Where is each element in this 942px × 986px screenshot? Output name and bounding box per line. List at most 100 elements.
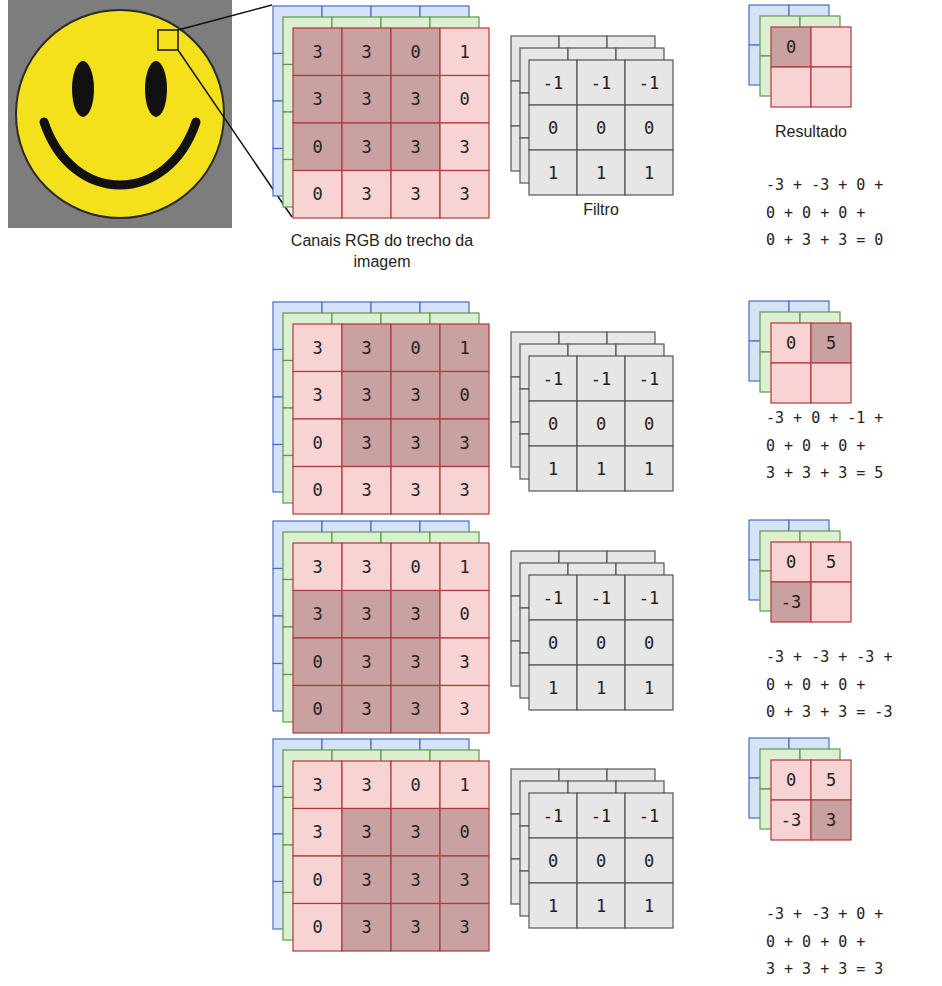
matrix-cell: 0 bbox=[293, 171, 342, 219]
filter-cell: -1 bbox=[625, 793, 673, 838]
red-channel-layer bbox=[342, 324, 391, 372]
matrix-cell: 1 bbox=[440, 543, 489, 591]
filter-layer bbox=[529, 665, 577, 710]
red-channel-layer bbox=[391, 543, 440, 591]
matrix-cell: 0 bbox=[293, 467, 342, 515]
matrix-cell: 3 bbox=[391, 591, 440, 639]
filter-cell: -1 bbox=[625, 60, 673, 105]
calculation-line: 3 + 3 + 3 = 3 bbox=[766, 960, 883, 978]
red-channel-layer bbox=[342, 638, 391, 686]
filter-cell: 0 bbox=[577, 620, 625, 665]
red-channel-layer bbox=[342, 76, 391, 124]
filter-cell: 0 bbox=[529, 620, 577, 665]
matrix-cell: 0 bbox=[391, 324, 440, 372]
filter-layer bbox=[529, 60, 577, 105]
smiley-eye bbox=[72, 61, 94, 117]
filter-layer bbox=[577, 401, 625, 446]
red-channel-layer bbox=[440, 171, 489, 219]
red-channel-layer bbox=[342, 856, 391, 904]
red-channel-layer bbox=[342, 123, 391, 171]
red-channel-layer bbox=[342, 372, 391, 420]
matrix-cell: 3 bbox=[342, 904, 391, 952]
calculation-line: 0 + 0 + 0 + bbox=[766, 676, 865, 694]
filter-layer bbox=[529, 620, 577, 665]
result-cell: 0 bbox=[771, 542, 811, 582]
red-channel-layer bbox=[293, 123, 342, 171]
red-channel-layer bbox=[342, 171, 391, 219]
red-channel-layer bbox=[293, 904, 342, 952]
matrix-cell: 3 bbox=[440, 638, 489, 686]
matrix-cell: 3 bbox=[391, 372, 440, 420]
filter-cell: -1 bbox=[529, 356, 577, 401]
filter-cell: -1 bbox=[625, 356, 673, 401]
filter-cell: 1 bbox=[625, 883, 673, 928]
red-channel-layer bbox=[440, 372, 489, 420]
matrix-cell: 3 bbox=[342, 419, 391, 467]
filter-layer bbox=[625, 150, 673, 195]
red-channel-layer bbox=[293, 372, 342, 420]
calculation-line: 0 + 0 + 0 + bbox=[766, 204, 865, 222]
calculation-line: -3 + 0 + -1 + bbox=[766, 409, 883, 427]
filter-layer bbox=[625, 665, 673, 710]
matrix-cell: 3 bbox=[391, 467, 440, 515]
red-channel-layer bbox=[342, 686, 391, 734]
filter-layer bbox=[529, 150, 577, 195]
red-channel-layer bbox=[440, 543, 489, 591]
red-channel-layer bbox=[293, 761, 342, 809]
matrix-cell: 3 bbox=[293, 372, 342, 420]
filter-layer bbox=[577, 105, 625, 150]
result-cell: 0 bbox=[771, 760, 811, 800]
filter-layer bbox=[577, 60, 625, 105]
result-cell: 5 bbox=[811, 760, 851, 800]
red-channel-layer bbox=[440, 419, 489, 467]
filter-cell: 0 bbox=[529, 105, 577, 150]
filter-layer bbox=[529, 401, 577, 446]
filter-cell: 0 bbox=[529, 838, 577, 883]
red-channel-layer bbox=[293, 419, 342, 467]
red-channel-layer bbox=[440, 123, 489, 171]
filter-cell: 1 bbox=[625, 150, 673, 195]
matrix-cell: 0 bbox=[440, 809, 489, 857]
red-channel-layer bbox=[391, 467, 440, 515]
filter-cell: 0 bbox=[625, 401, 673, 446]
calculation-line: 0 + 0 + 0 + bbox=[766, 437, 865, 455]
matrix-cell: 3 bbox=[342, 809, 391, 857]
matrix-cell: 0 bbox=[440, 76, 489, 124]
matrix-cell: 3 bbox=[440, 686, 489, 734]
result-layer bbox=[811, 542, 851, 582]
red-channel-layer bbox=[391, 591, 440, 639]
matrix-cell: 3 bbox=[391, 123, 440, 171]
matrix-cell: 3 bbox=[391, 686, 440, 734]
red-channel-layer bbox=[293, 28, 342, 76]
filter-cell: 0 bbox=[577, 838, 625, 883]
red-channel-layer bbox=[293, 543, 342, 591]
matrix-cell: 3 bbox=[440, 467, 489, 515]
filter-layer bbox=[625, 883, 673, 928]
filter-layer bbox=[625, 446, 673, 491]
calculation-line: 0 + 0 + 0 + bbox=[766, 933, 865, 951]
matrix-cell: 3 bbox=[293, 324, 342, 372]
smiley-mouth bbox=[44, 122, 196, 185]
matrix-cell: 3 bbox=[391, 419, 440, 467]
red-channel-layer bbox=[293, 324, 342, 372]
red-channel-layer bbox=[391, 372, 440, 420]
result-layer bbox=[811, 27, 851, 67]
filter-cell: 1 bbox=[529, 883, 577, 928]
matrix-cell: 3 bbox=[342, 123, 391, 171]
filter-layer bbox=[625, 356, 673, 401]
red-channel-layer bbox=[440, 467, 489, 515]
filter-cell: 0 bbox=[577, 401, 625, 446]
calculation-line: 0 + 3 + 3 = 0 bbox=[766, 231, 883, 249]
result-cell: 5 bbox=[811, 323, 851, 363]
matrix-cell: 0 bbox=[440, 591, 489, 639]
red-channel-layer bbox=[391, 123, 440, 171]
zoom-box bbox=[158, 30, 178, 50]
result-layer bbox=[811, 363, 851, 403]
filter-cell: -1 bbox=[529, 575, 577, 620]
filter-cell: 0 bbox=[625, 620, 673, 665]
filter-layer bbox=[577, 883, 625, 928]
filter-cell: 1 bbox=[577, 446, 625, 491]
matrix-cell: 3 bbox=[293, 543, 342, 591]
